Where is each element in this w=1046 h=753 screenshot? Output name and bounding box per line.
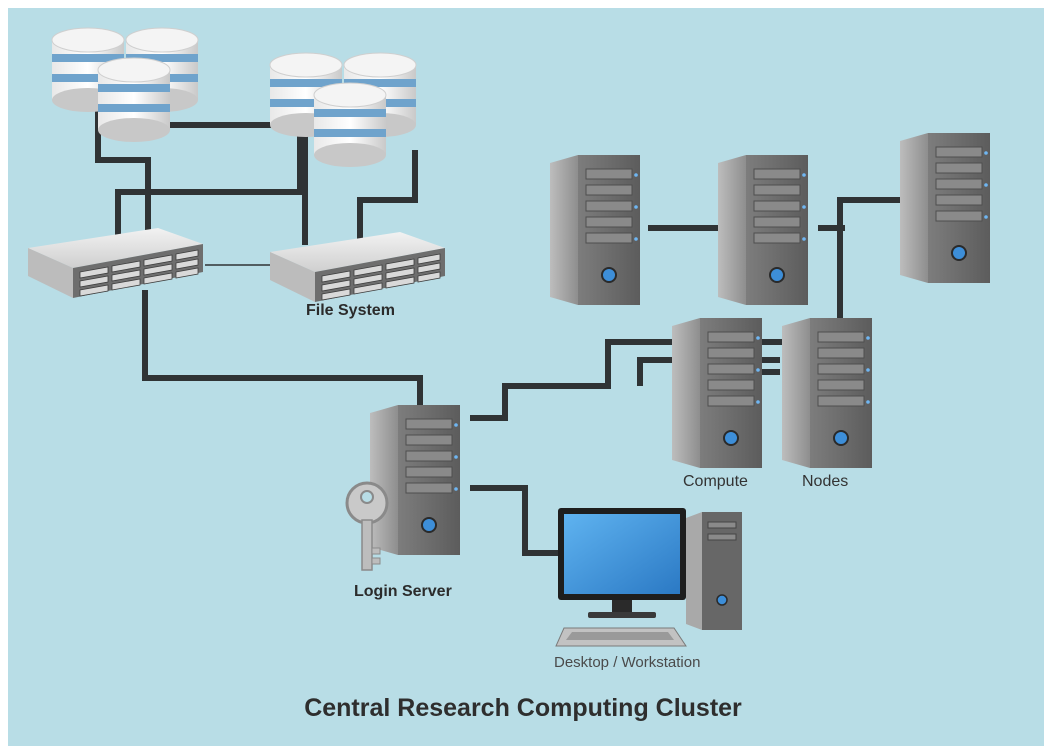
database-icon bbox=[97, 57, 171, 143]
login-server-label: Login Server bbox=[354, 583, 452, 600]
cable-db-right-to-array-left bbox=[115, 120, 303, 240]
database-icon bbox=[313, 82, 387, 168]
nodes-label: Nodes bbox=[802, 473, 849, 490]
diagram-title: Central Research Computing Cluster bbox=[304, 694, 742, 722]
login-server bbox=[345, 404, 461, 571]
server-tower-icon bbox=[671, 317, 763, 469]
file-system-label: File System bbox=[306, 302, 395, 319]
cable-db-left-to-array-right bbox=[170, 122, 308, 245]
key-icon bbox=[345, 481, 389, 571]
cable-login-to-desktop bbox=[470, 485, 560, 556]
cable-array-to-login bbox=[142, 290, 423, 410]
desktop-computer-icon bbox=[555, 508, 742, 647]
server-tower-icon bbox=[369, 404, 461, 556]
storage-array-icon bbox=[269, 231, 446, 303]
desktop-workstation-label: Desktop / Workstation bbox=[554, 654, 701, 671]
storage-array-icon bbox=[27, 227, 204, 299]
server-tower-icon bbox=[899, 132, 991, 284]
cable-db-right-to-array-right bbox=[357, 150, 418, 240]
server-tower-icon bbox=[781, 317, 873, 469]
server-tower-icon bbox=[717, 154, 809, 306]
server-tower-icon bbox=[549, 154, 641, 306]
cable-login-to-compute bbox=[470, 197, 900, 421]
database-group-right bbox=[269, 52, 417, 168]
compute-label: Compute bbox=[683, 473, 748, 490]
